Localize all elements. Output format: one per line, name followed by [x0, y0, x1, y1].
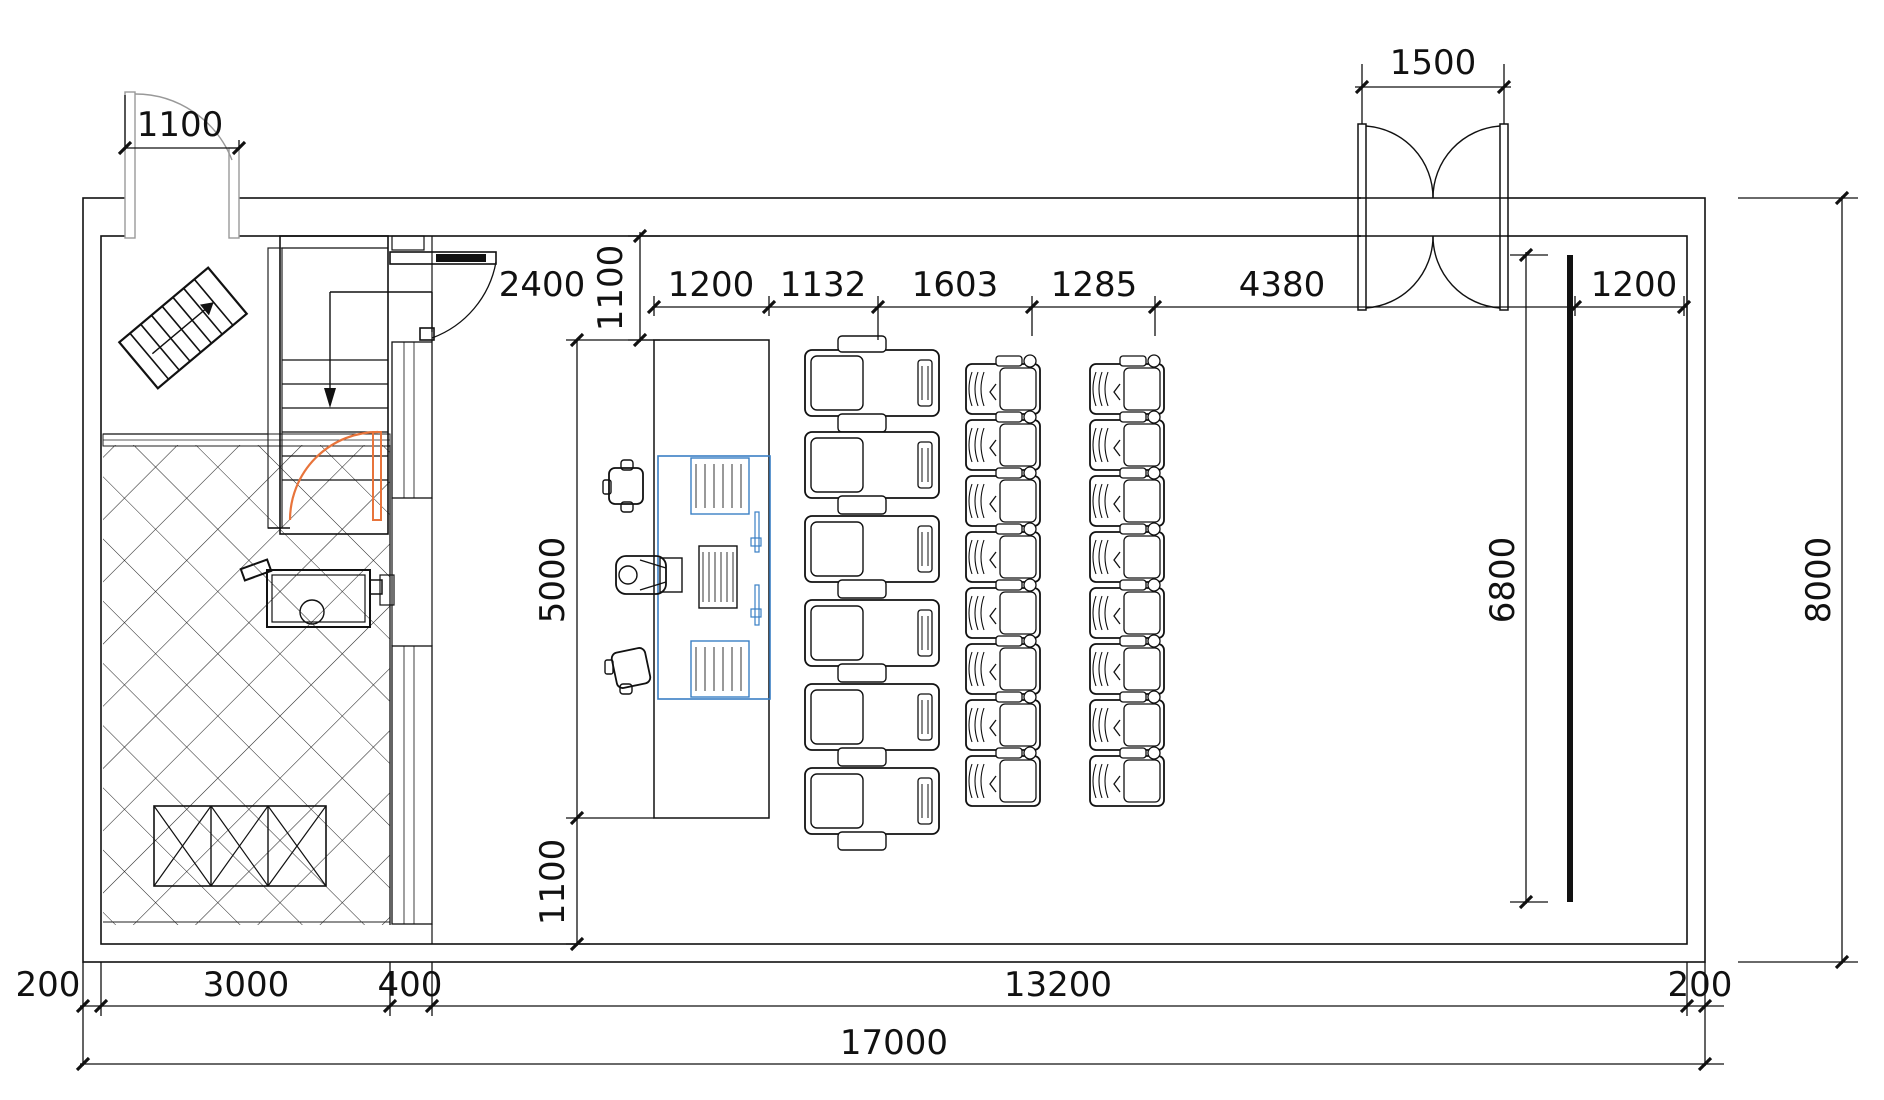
dim-1200-b: 1200 [1591, 265, 1678, 305]
door-swing-orange [288, 430, 379, 521]
cinema-seat [965, 746, 1041, 807]
dim-1100-entry: 1100 [137, 105, 224, 145]
dim-6800: 6800 [1483, 537, 1523, 624]
washer-appliance [239, 558, 383, 628]
control-desk [602, 339, 771, 819]
dim-3000: 3000 [203, 965, 290, 1005]
hatched-floor [103, 445, 390, 925]
cinema-seat-column-1 [965, 354, 1041, 807]
dim-1200-a: 1200 [668, 265, 755, 305]
sofa-seat-column [804, 335, 940, 851]
stair-core [267, 235, 433, 535]
dim-200-right: 200 [1668, 965, 1733, 1005]
building-walls [82, 196, 1706, 963]
corridor-door [389, 251, 497, 341]
dim-1100-vertical-top: 1100 [591, 245, 631, 332]
dim-17000: 17000 [840, 1023, 948, 1063]
cinema-seat [965, 466, 1041, 527]
sofa-seat [804, 767, 940, 851]
outer-wall [82, 197, 1706, 963]
cinema-seat-column-2 [1089, 354, 1165, 807]
cinema-seat [965, 690, 1041, 751]
dim-1603: 1603 [912, 265, 999, 305]
dim-2400: 2400 [499, 265, 586, 305]
cinema-seat [965, 578, 1041, 639]
console-outline [657, 455, 771, 700]
cinema-seat [1089, 354, 1165, 415]
operator-chair-top [602, 459, 644, 513]
dim-1500-door: 1500 [1390, 43, 1477, 83]
cinema-seat [1089, 466, 1165, 527]
dim-13200: 13200 [1004, 965, 1112, 1005]
dimension-lines [75, 64, 1858, 1072]
dim-200-left: 200 [16, 965, 81, 1005]
sofa-seat [804, 335, 940, 433]
left-service-room [102, 433, 391, 925]
dim-8000: 8000 [1799, 537, 1839, 624]
floor-drain-boxes [153, 805, 327, 887]
cinema-seat [965, 522, 1041, 583]
corridor-walls [379, 235, 433, 944]
sofa-seat [804, 599, 940, 683]
sofa-seat [804, 431, 940, 515]
dim-400: 400 [378, 965, 443, 1005]
inner-wall [100, 235, 1688, 945]
sofa-seat [804, 683, 940, 767]
dim-1285: 1285 [1051, 265, 1138, 305]
sofa-seat [804, 515, 940, 599]
cinema-seat [1089, 690, 1165, 751]
cinema-seat [965, 634, 1041, 695]
dim-1132: 1132 [780, 265, 867, 305]
dim-5000: 5000 [533, 537, 573, 624]
cinema-seat [965, 354, 1041, 415]
cinema-seat [965, 410, 1041, 471]
operator-chair-bottom [604, 647, 652, 695]
dimension-labels: 1100 1500 2400 1100 1200 1132 1603 1285 … [16, 43, 1839, 1063]
cinema-seat [1089, 410, 1165, 471]
dim-4380: 4380 [1239, 265, 1326, 305]
dim-1100-bottom-left: 1100 [533, 839, 573, 926]
cinema-seat [1089, 634, 1165, 695]
cinema-seat [1089, 578, 1165, 639]
entry-stair [103, 266, 268, 435]
operator-chair-mid [615, 555, 683, 595]
cinema-seat [1089, 746, 1165, 807]
cinema-seat [1089, 522, 1165, 583]
